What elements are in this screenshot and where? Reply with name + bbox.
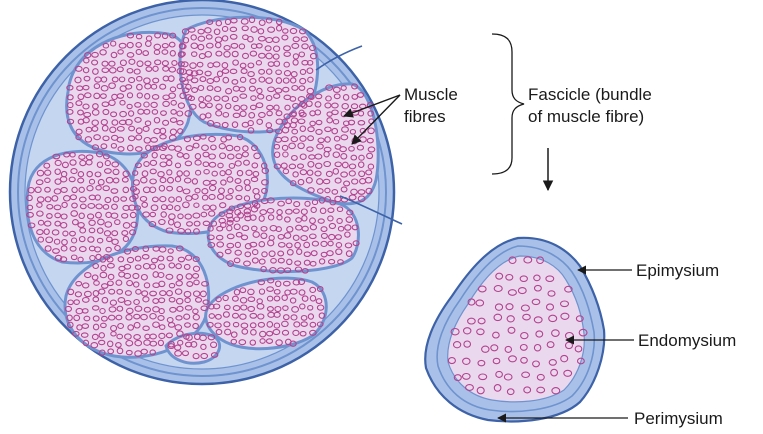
muscle-cross-section [10, 0, 402, 384]
muscle-fibres-label-line2: fibres [404, 107, 446, 126]
muscle-fibres-label: Muscle [404, 85, 458, 104]
fascicle-annotation: Fascicle (bundle of muscle fibre) [492, 34, 652, 190]
fascicle-detail [425, 238, 604, 422]
epimysium-label: Epimysium [636, 261, 719, 280]
curly-brace-icon [492, 34, 524, 174]
epimysium-annotation: Epimysium [578, 261, 719, 280]
perimysium-label: Perimysium [634, 409, 723, 428]
endomysium-label: Endomysium [638, 331, 736, 350]
fascicle-label: Fascicle (bundle [528, 85, 652, 104]
fascicle-label-line2: of muscle fibre) [528, 107, 644, 126]
